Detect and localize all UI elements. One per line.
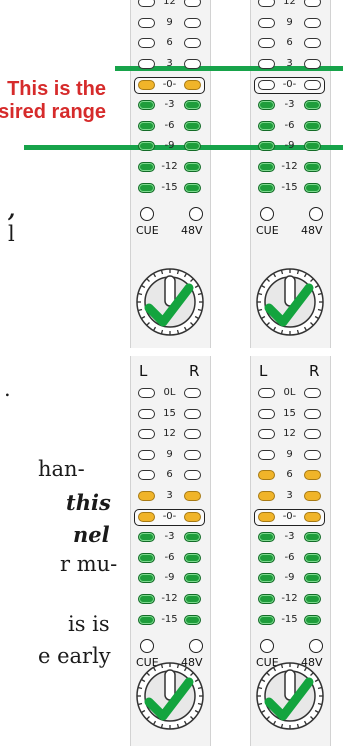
article-fragment-7: r mu- [60,552,117,576]
meter-label: -6 [250,552,329,564]
meter-label: -15 [250,182,329,194]
cue-label: CUE [256,224,279,237]
meter-label: -6 [130,552,209,564]
meter-label: 3 [250,58,329,70]
meter-label: -12 [250,161,329,173]
meter-label: -9 [130,572,209,584]
cue-label: CUE [136,224,159,237]
48v-label: 48V [301,224,323,237]
meter-label: -6 [130,120,209,132]
meter-label: 9 [250,17,329,29]
gain-knob-icon[interactable] [255,660,325,740]
meter-label: -3 [130,99,209,111]
meter-label: 6 [130,469,209,481]
article-fragment-2: l [8,222,15,246]
meter-label: 12 [130,428,209,440]
channel-label-l: L [139,362,147,380]
article-fragment-8: is is [68,612,110,636]
article-fragment-3: . [4,377,11,401]
callout-line-1: This is the [0,78,106,101]
meter-label: -9 [250,140,329,152]
meter-label: 12 [250,428,329,440]
48v-label: 48V [181,224,203,237]
article-fragment-9: e early [38,644,111,668]
meter-label: -15 [250,614,329,626]
meter-label: 9 [130,449,209,461]
meter-label: 12 [250,0,329,8]
meter-label: -0- [250,79,329,91]
gain-knob-icon[interactable] [135,660,205,740]
meter-label: -0- [250,511,329,523]
meter-label: -6 [250,120,329,132]
meter-label: -3 [250,99,329,111]
meter-label: 6 [250,37,329,49]
meter-label: -0- [130,511,209,523]
meter-label: 3 [130,490,209,502]
article-fragment-6: nel [73,522,110,547]
meter-label: -12 [130,161,209,173]
channel-label-l: L [259,362,267,380]
gain-knob-icon[interactable] [255,266,325,346]
desired-range-callout: This is the sired range [0,78,106,124]
callout-line-2: sired range [0,101,106,124]
meter-label: 9 [250,449,329,461]
meter-label: -0- [130,79,209,91]
meter-label: 3 [250,490,329,502]
meter-label: -9 [130,140,209,152]
article-fragment-5: this [66,490,111,515]
gain-knob-icon[interactable] [135,266,205,346]
meter-label: 6 [130,37,209,49]
channel-label-r: R [189,362,199,380]
meter-label: 3 [130,58,209,70]
meter-label: -15 [130,614,209,626]
meter-label: 15 [130,408,209,420]
channel-label-r: R [309,362,319,380]
meter-label: 15 [250,408,329,420]
article-fragment-4: han- [38,457,85,481]
meter-label: -12 [250,593,329,605]
meter-label: -15 [130,182,209,194]
meter-label: 12 [130,0,209,8]
meter-label: 0L [130,387,209,399]
meter-label: -3 [250,531,329,543]
article-fragment-1: , [8,197,15,222]
meter-label: -3 [130,531,209,543]
meter-label: 0L [250,387,329,399]
meter-label: -9 [250,572,329,584]
meter-label: 9 [130,17,209,29]
meter-label: 6 [250,469,329,481]
meter-label: -12 [130,593,209,605]
